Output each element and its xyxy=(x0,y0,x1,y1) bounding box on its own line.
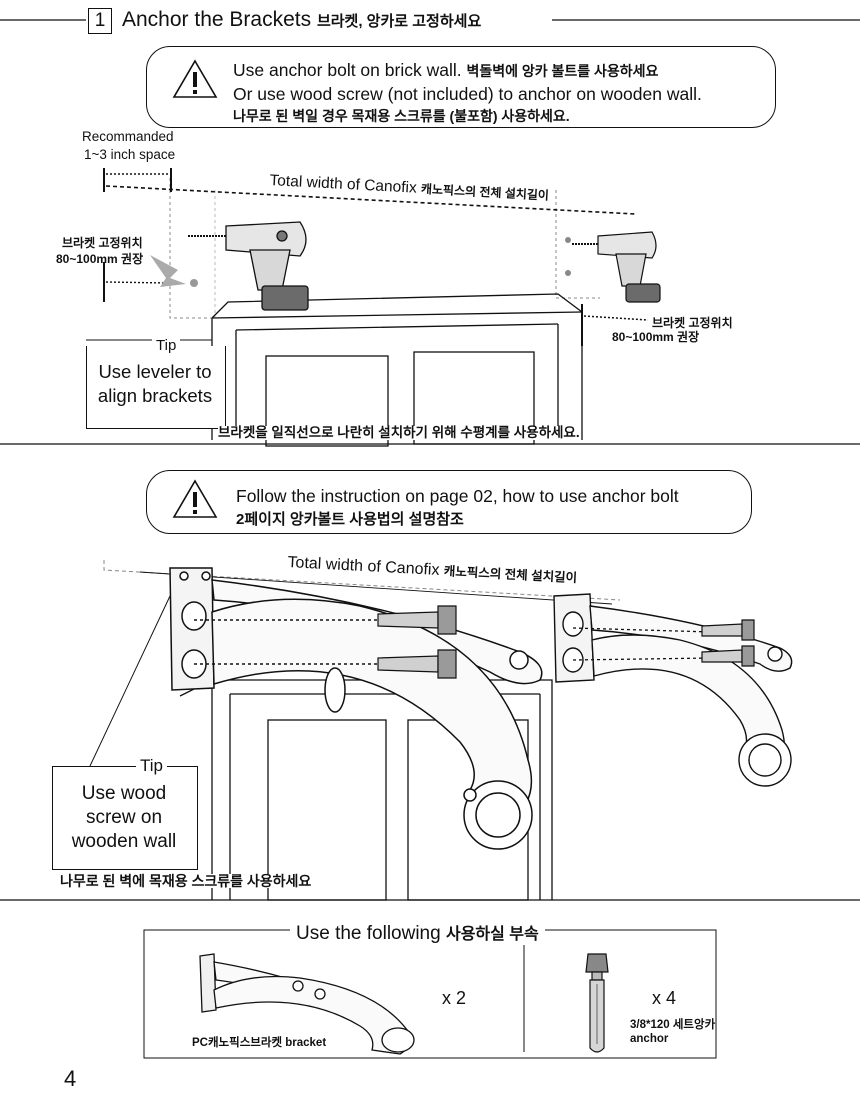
step-number: 1 xyxy=(88,8,112,34)
tip2-line1: Use wood xyxy=(81,783,167,804)
tip1-line1: Use leveler to xyxy=(98,361,212,382)
anchor-quantity: x 4 xyxy=(652,988,677,1008)
tip2-korean-note: 나무로 된 벽에 목재용 스크류를 사용하세요 xyxy=(60,873,312,889)
tip2-line3: wooden wall xyxy=(71,831,177,852)
warning-triangle-icon xyxy=(172,59,218,98)
tip1-line2: align brackets xyxy=(97,385,213,406)
drill-icon xyxy=(572,231,661,303)
warning1-line1-ko: 벽돌벽에 앙카 볼트를 사용하세요 xyxy=(466,63,659,79)
warning-callout-1 xyxy=(146,46,776,128)
tip-box-2 xyxy=(52,766,198,870)
door-illustration-1 xyxy=(211,293,583,447)
bracket-position-label-right: 브라켓 고정위치 xyxy=(652,316,733,330)
anchor-part-icon xyxy=(585,953,609,1053)
anchor-bolt-icon xyxy=(377,605,755,679)
step-title-ko: 브라켓, 앙카로 고정하세요 xyxy=(316,13,482,30)
tip-title-2: Tip xyxy=(136,757,167,774)
tip1-korean-note: 브라켓을 일직선으로 나란히 설치하기 위해 수평계를 사용하세요. xyxy=(218,425,580,440)
bracket-position-label-left: 브라켓 고정위치 xyxy=(62,236,143,250)
page-number: 4 xyxy=(64,1066,77,1091)
bracket-quantity: x 2 xyxy=(442,988,467,1008)
bracket-position-range-right: 80~100mm 권장 xyxy=(612,330,700,344)
recommended-label: Recommanded xyxy=(82,129,174,144)
warning2-line1-ko: 2페이지 앙카볼트 사용법의 설명참조 xyxy=(236,511,464,528)
step-title: Anchor the Brackets 브라켓, 앙카로 고정하세요 xyxy=(122,8,488,32)
warning-triangle-icon xyxy=(172,479,218,518)
anchor-part-label: 3/8*120 세트앙카 xyxy=(630,1019,716,1031)
warning1-line1-en: Use anchor bolt on brick wall. xyxy=(233,60,462,80)
anchor-part-label-en: anchor xyxy=(630,1033,669,1045)
parts-title: Use the following 사용하실 부속 xyxy=(290,920,545,945)
tip-title-1: Tip xyxy=(152,338,181,354)
bracket-part-icon xyxy=(199,953,415,1055)
bracket-illustration-large xyxy=(169,567,543,850)
tip2-line2: screw on xyxy=(85,807,163,828)
step-title-en: Anchor the Brackets xyxy=(122,8,312,31)
bracket-position-range-left: 80~100mm 권장 xyxy=(56,252,144,266)
bracket-illustration-small xyxy=(553,593,793,787)
space-label: 1~3 inch space xyxy=(84,147,176,162)
warning1-line2-en: Or use wood screw (not included) to anch… xyxy=(233,84,702,104)
warning2-line1-en: Follow the instruction on page 02, how t… xyxy=(236,486,679,506)
tip-box-1 xyxy=(86,346,226,429)
arrow-icon xyxy=(150,255,186,287)
drill-icon xyxy=(188,221,309,311)
warning1-line2-ko: 나무로 된 벽일 경우 목재용 스크류를 (불포함) 사용하세요. xyxy=(233,108,570,124)
warning-callout-2 xyxy=(146,470,752,534)
total-width-line-1 xyxy=(105,185,636,215)
bracket-part-label: PC캐노픽스브라켓 bracket xyxy=(192,1037,327,1049)
